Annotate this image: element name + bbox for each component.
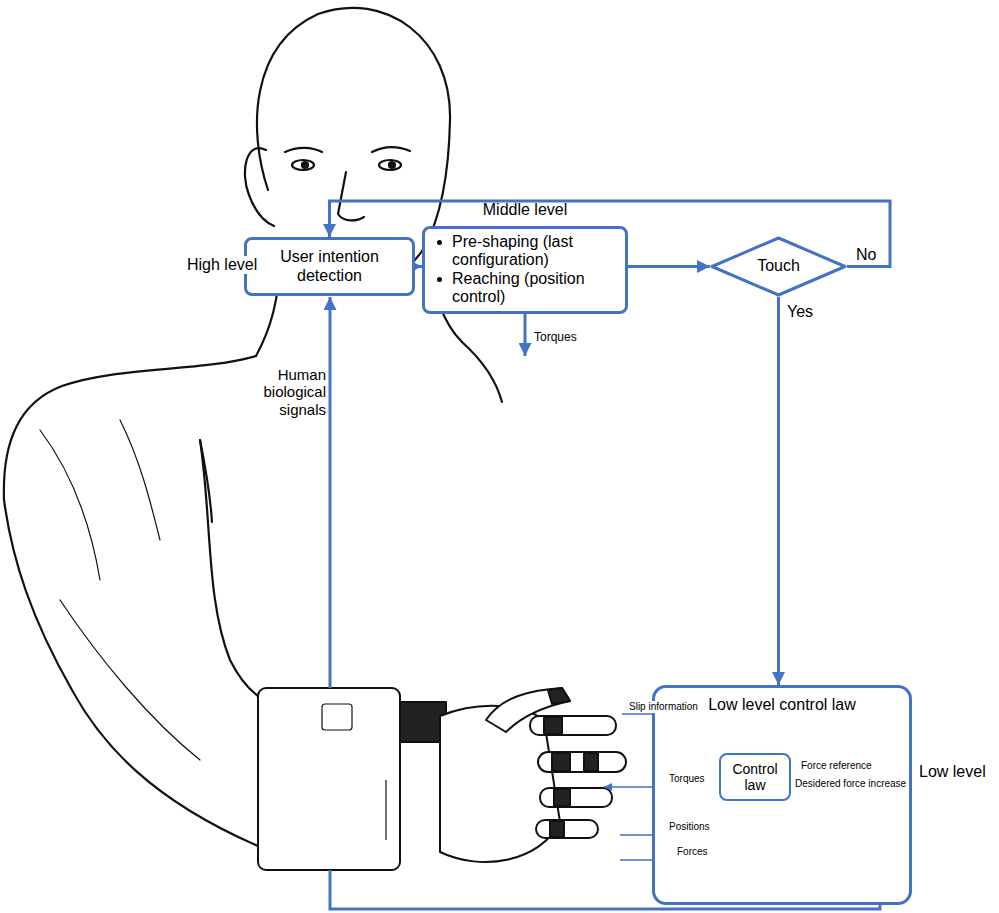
signal-label: Desidered force increase xyxy=(794,778,907,790)
muscle-line xyxy=(60,600,200,760)
prosthetic-finger xyxy=(536,820,598,838)
signal-label: Positions xyxy=(668,821,711,833)
ear xyxy=(245,148,274,226)
knuckle xyxy=(554,789,570,806)
prosthetic-finger xyxy=(538,752,626,772)
signal-label: Torques xyxy=(668,773,706,785)
control-group: Low level control lawControl law xyxy=(652,685,912,905)
process-box: Middle levelPre-shaping (last configurat… xyxy=(422,201,628,314)
node-text: Pre-shaping (last configuration) xyxy=(452,233,617,270)
bullet-row: Pre-shaping (last configuration) xyxy=(431,233,617,270)
eyebrow xyxy=(372,147,410,152)
knuckle xyxy=(584,753,598,771)
prosthetic-finger xyxy=(530,716,616,735)
edge-label: Yes xyxy=(786,303,814,321)
knuckle xyxy=(550,821,564,837)
node-heading: Middle level xyxy=(422,201,628,226)
pupil xyxy=(389,162,395,168)
eyebrow xyxy=(285,148,322,152)
signal-label: Forces xyxy=(676,846,709,858)
torso xyxy=(462,342,502,402)
bullet-row: Reaching (position control) xyxy=(431,270,617,307)
muscle-line xyxy=(120,420,160,540)
box-frame: Pre-shaping (last configuration)Reaching… xyxy=(422,226,628,314)
node-text: Reaching (position control) xyxy=(452,270,617,307)
flow-arrow xyxy=(415,265,422,268)
cuff-detail xyxy=(322,704,352,730)
cuff-detail xyxy=(385,780,386,840)
decision-diamond: Touch xyxy=(710,236,847,297)
prosthetic-finger xyxy=(540,788,612,807)
arm-inner xyxy=(200,440,258,696)
arm-outer xyxy=(4,500,258,846)
bullet-dot xyxy=(437,240,442,245)
pupil xyxy=(302,162,308,168)
eye xyxy=(292,160,314,170)
bullet-dot xyxy=(437,277,442,282)
eye xyxy=(379,160,401,170)
level-label: High level xyxy=(186,256,258,274)
signal-label: Torques xyxy=(533,331,578,345)
level-label: Low level xyxy=(918,763,987,781)
signal-label: Force reference xyxy=(800,760,873,772)
socket-cuff xyxy=(258,688,400,870)
nose xyxy=(338,172,364,220)
knuckle xyxy=(552,753,570,771)
node-text: Control law xyxy=(727,761,783,793)
flow-arrow xyxy=(777,297,780,685)
signal-label: Slip information xyxy=(628,701,699,713)
signal-label: Human biological signals xyxy=(247,366,327,418)
control-box: Control law xyxy=(719,753,791,801)
signal-arrow xyxy=(329,297,332,688)
process-box: User intention detection xyxy=(244,237,415,296)
armpit xyxy=(200,440,212,522)
shoulder xyxy=(4,356,256,500)
knuckle xyxy=(544,717,562,734)
node-text: User intention detection xyxy=(253,248,406,285)
flow-arrow xyxy=(628,265,710,268)
node-text: Touch xyxy=(757,257,800,275)
diamond-shape xyxy=(712,238,845,295)
muscle-line xyxy=(40,430,100,580)
thumb-tip xyxy=(548,688,570,704)
edge-label: No xyxy=(855,246,877,264)
